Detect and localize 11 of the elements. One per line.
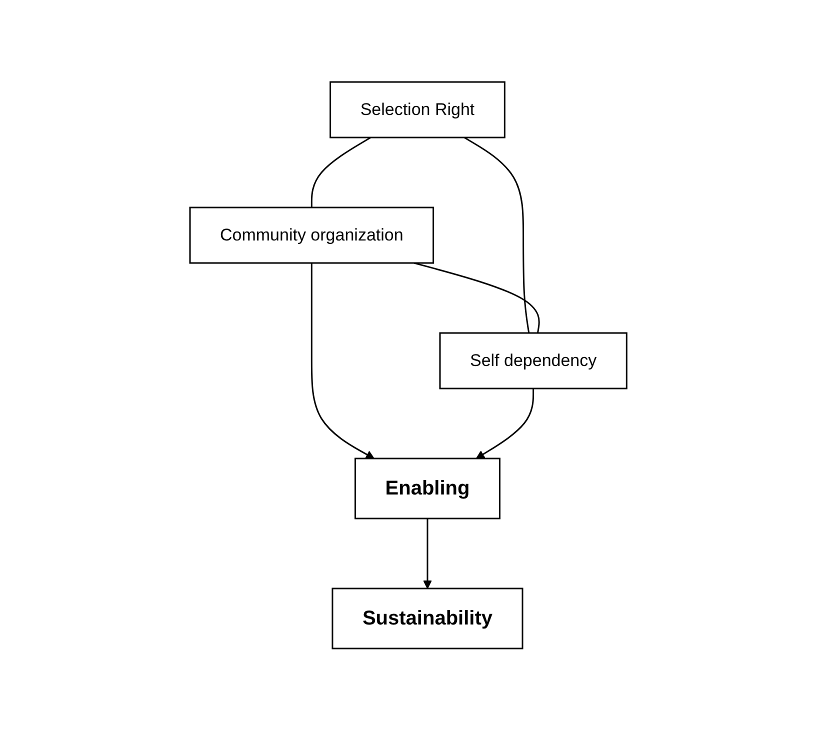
node-box: Self dependency (438, 332, 628, 390)
node-box: Community organization (188, 207, 434, 264)
connector (310, 137, 371, 208)
connector (414, 262, 540, 334)
node-box: Selection Right (329, 82, 506, 138)
arrow (310, 263, 374, 460)
arrow (422, 518, 432, 590)
node-box: Sustainability (331, 588, 523, 650)
arrow (476, 388, 534, 460)
node-box: Enabling (354, 458, 500, 520)
connector (464, 137, 530, 334)
